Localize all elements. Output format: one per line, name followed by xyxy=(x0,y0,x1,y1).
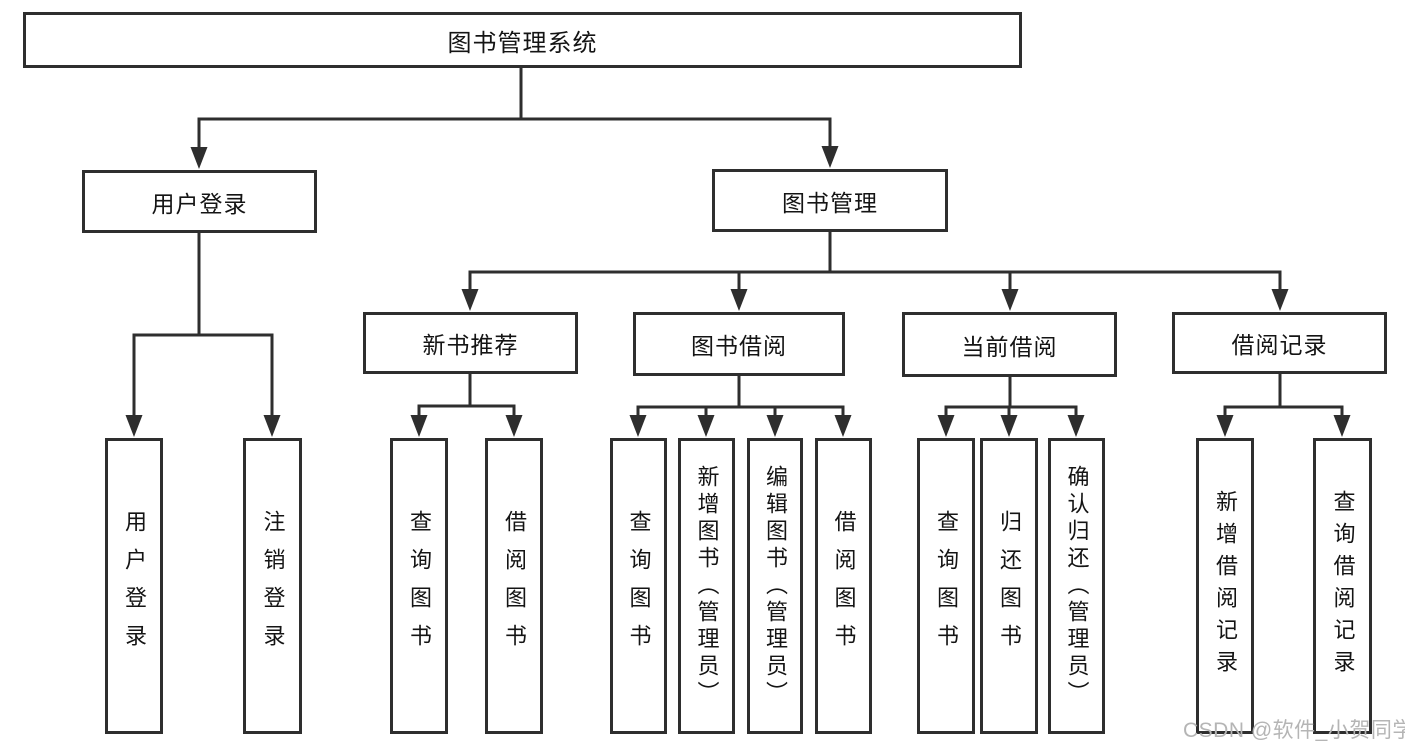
connector-user-login-to-leaves xyxy=(125,233,281,437)
node-user-login: 用户登录 xyxy=(82,170,317,233)
leaf-query-borrow-record: 查询借阅记录 xyxy=(1313,438,1372,734)
leaf-query-books-borrow: 查询图书 xyxy=(610,438,667,734)
connector-borrow-records-to-leaves xyxy=(1216,374,1351,437)
arrow-down-icon xyxy=(1000,415,1018,437)
arrow-down-icon xyxy=(730,289,748,311)
leaf-borrow-books: 借阅图书 xyxy=(815,438,872,734)
arrow-down-icon xyxy=(263,415,281,437)
arrow-down-icon xyxy=(1001,289,1019,311)
leaf-query-books-current: 查询图书 xyxy=(917,438,975,734)
connector-root-to-level1 xyxy=(190,68,839,169)
arrow-down-icon xyxy=(1067,415,1085,437)
leaf-return-books: 归还图书 xyxy=(980,438,1038,734)
node-book-management: 图书管理 xyxy=(712,169,948,232)
arrow-down-icon xyxy=(125,415,143,437)
node-current-borrow: 当前借阅 xyxy=(902,312,1117,377)
arrow-down-icon xyxy=(937,415,955,437)
leaf-edit-books-admin: 编辑图书（管理员） xyxy=(747,438,803,734)
arrow-down-icon xyxy=(821,146,839,168)
node-new-book-recommend: 新书推荐 xyxy=(363,312,578,374)
arrow-down-icon xyxy=(505,415,523,437)
arrow-down-icon xyxy=(697,415,715,437)
arrow-down-icon xyxy=(834,415,852,437)
arrow-down-icon xyxy=(190,147,208,169)
arrow-down-icon xyxy=(766,415,784,437)
arrow-down-icon xyxy=(461,289,479,311)
arrow-down-icon xyxy=(1271,289,1289,311)
leaf-add-borrow-record: 新增借阅记录 xyxy=(1196,438,1254,734)
connector-book-borrow-to-leaves xyxy=(629,374,852,437)
arrow-down-icon xyxy=(1216,415,1234,437)
node-book-borrow: 图书借阅 xyxy=(633,312,845,376)
leaf-borrow-books-recommend: 借阅图书 xyxy=(485,438,543,734)
leaf-logout: 注销登录 xyxy=(243,438,302,734)
arrow-down-icon xyxy=(410,415,428,437)
connector-new-book-recommend-to-leaves xyxy=(410,374,523,437)
connector-current-borrow-to-leaves xyxy=(937,377,1085,437)
leaf-user-login: 用户登录 xyxy=(105,438,163,734)
leaf-add-books-admin: 新增图书（管理员） xyxy=(678,438,735,734)
arrow-down-icon xyxy=(629,415,647,437)
csdn-watermark: CSDN @软件_小贺同学 xyxy=(1183,719,1405,742)
leaf-confirm-return-admin: 确认归还（管理员） xyxy=(1048,438,1105,734)
connector-book-management-to-level2 xyxy=(461,232,1289,311)
leaf-query-books-recommend: 查询图书 xyxy=(390,438,448,734)
node-borrow-records: 借阅记录 xyxy=(1172,312,1387,374)
arrow-down-icon xyxy=(1333,415,1351,437)
node-root: 图书管理系统 xyxy=(23,12,1022,68)
